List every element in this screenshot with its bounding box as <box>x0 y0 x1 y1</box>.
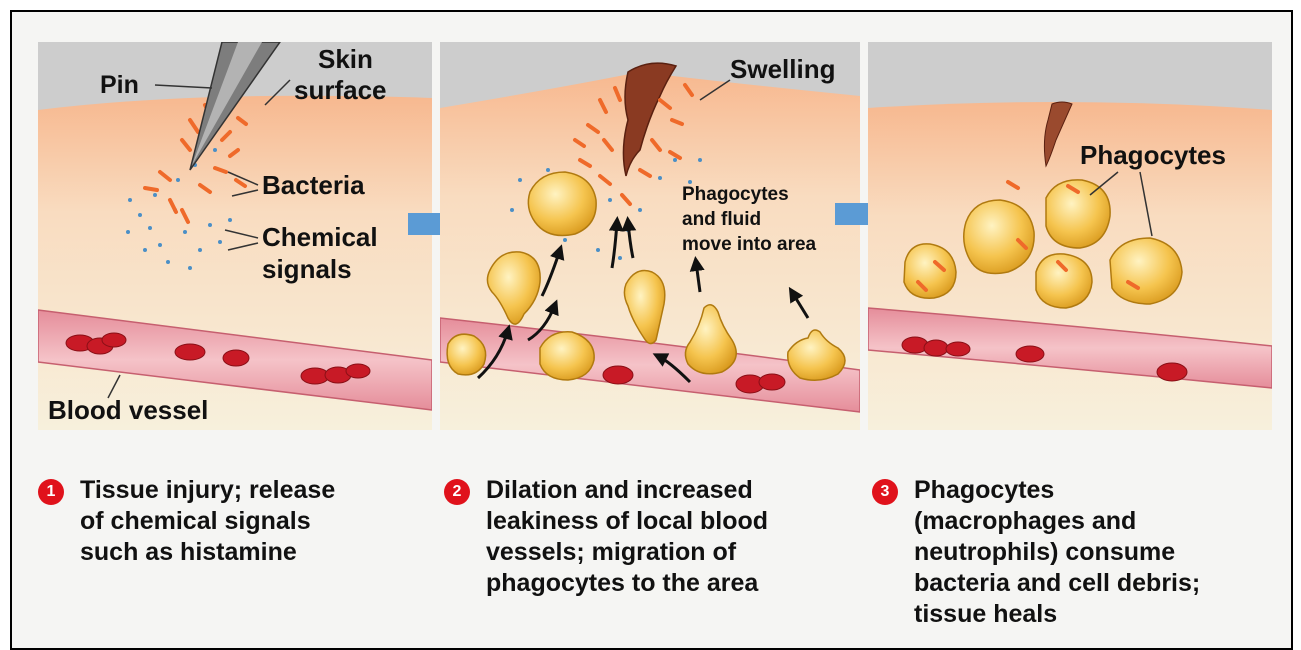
label-blood-vessel: Blood vessel <box>48 395 208 425</box>
caption-text-2: Dilation and increased leakiness of loca… <box>486 475 768 599</box>
label-phagocytes-fluid-line1: Phagocytes <box>682 184 789 205</box>
caption-text-1: Tissue injury; release of chemical signa… <box>80 475 335 568</box>
label-pin: Pin <box>100 71 139 99</box>
label-phagocytes: Phagocytes <box>1080 140 1226 170</box>
caption-text-3: Phagocytes (macrophages and neutrophils)… <box>914 475 1200 630</box>
label-bacteria: Bacteria <box>262 170 365 200</box>
label-skin-surface-line1: Skin <box>318 44 373 74</box>
step-badge-3: 3 <box>872 479 898 505</box>
label-skin-surface-line2: surface <box>294 75 387 105</box>
label-phagocytes-fluid-line3: move into area <box>682 234 817 255</box>
step-badge-1: 1 <box>38 479 64 505</box>
label-swelling: Swelling <box>730 54 835 84</box>
label-chemical-line2: signals <box>262 254 352 284</box>
step-badge-2: 2 <box>444 479 470 505</box>
label-chemical-line1: Chemical <box>262 222 378 252</box>
label-phagocytes-fluid-line2: and fluid <box>682 209 761 230</box>
panel-tissue-heals <box>868 42 1272 430</box>
